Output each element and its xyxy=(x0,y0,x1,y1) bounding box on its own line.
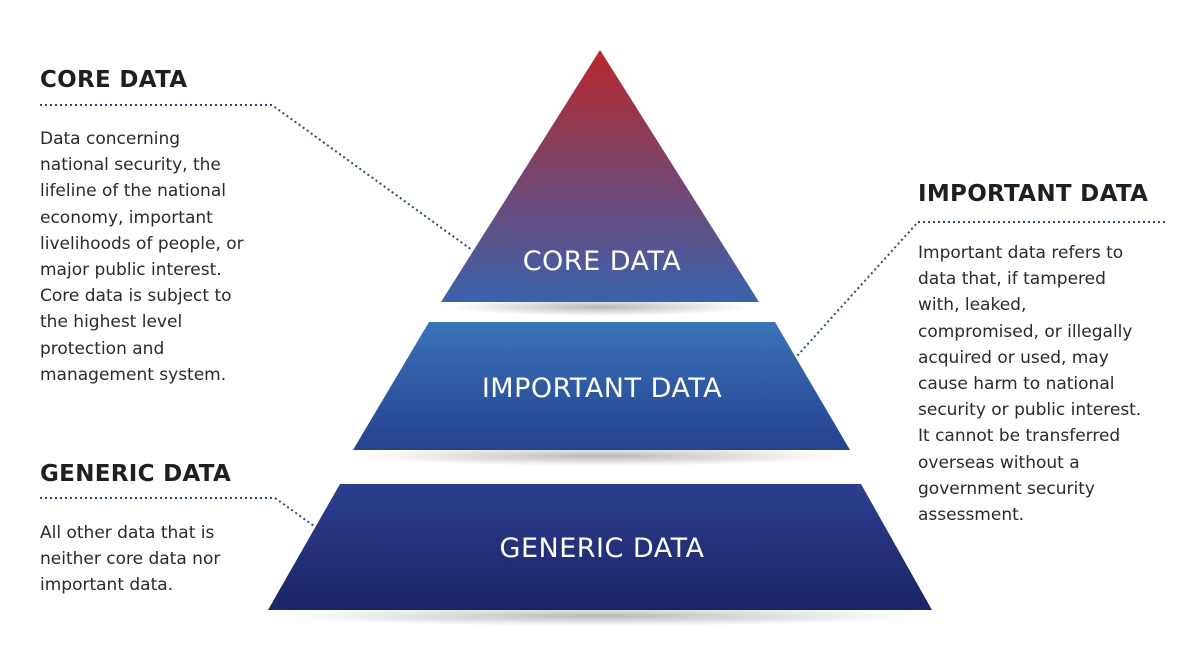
generic-data-tier xyxy=(268,484,932,610)
generic-tier-label: GENERIC DATA xyxy=(500,533,705,564)
core-data-tier xyxy=(441,50,759,302)
core-leader-line xyxy=(40,104,473,251)
important-tier-shadow xyxy=(361,446,841,466)
core-tier-shadow xyxy=(450,298,750,316)
generic-data-description: All other data that is neither core data… xyxy=(40,523,221,596)
core-tier-label: CORE DATA xyxy=(523,246,682,277)
important-data-heading: IMPORTANT DATA xyxy=(918,181,1149,207)
important-tier-label: IMPORTANT DATA xyxy=(482,373,722,404)
core-data-heading: CORE DATA xyxy=(40,67,188,93)
important-leader-line xyxy=(796,221,1165,357)
generic-tier-shadow xyxy=(280,606,920,626)
core-data-description: Data concerning national security, the l… xyxy=(40,129,244,385)
important-data-description: Important data refers to data that, if t… xyxy=(918,243,1142,526)
generic-leader-line xyxy=(40,497,315,527)
generic-data-heading: GENERIC DATA xyxy=(40,461,232,487)
important-data-tier xyxy=(353,322,850,450)
